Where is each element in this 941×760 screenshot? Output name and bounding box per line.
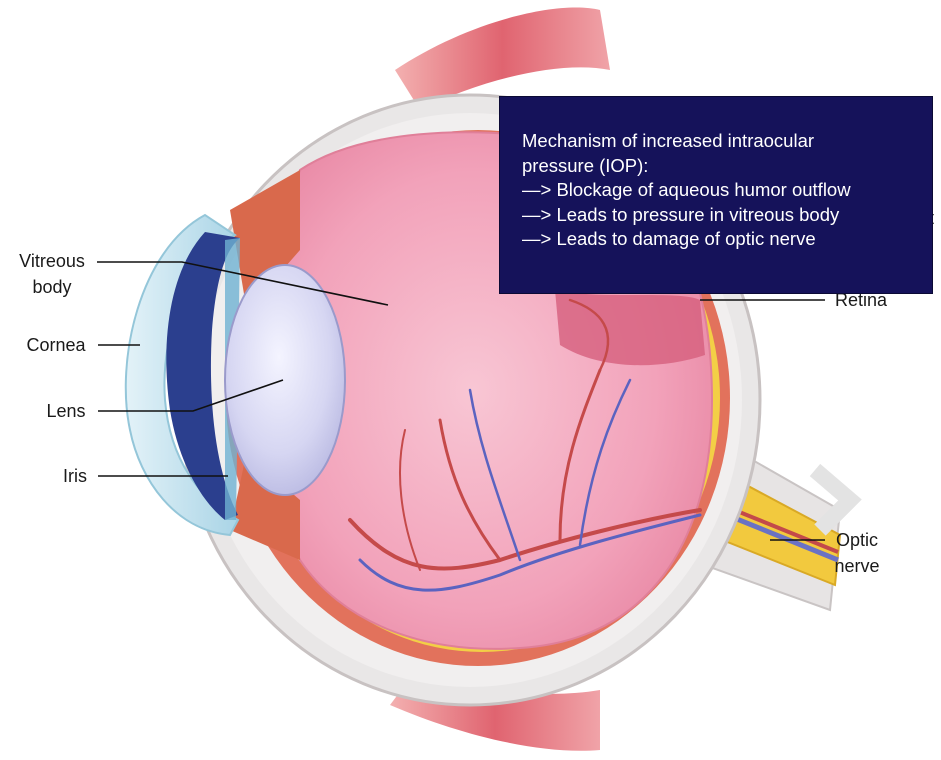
label-iris: Iris: [55, 463, 95, 489]
callout-line-1: Mechanism of increased intraocular: [522, 129, 932, 154]
label-optic-nerve: Optic nerve: [822, 527, 892, 579]
label-lens: Lens: [40, 398, 92, 424]
callout-line-5: —> Leads to damage of optic nerve: [522, 227, 932, 252]
callout-line-4: —> Leads to pressure in vitreous body: [522, 203, 932, 228]
callout-line-3: —> Blockage of aqueous humor outflow: [522, 178, 932, 203]
superior-muscle: [395, 8, 610, 111]
iop-mechanism-callout: Mechanism of increased intraocular press…: [499, 96, 933, 294]
callout-line-2: pressure (IOP):: [522, 154, 932, 179]
label-cornea: Cornea: [20, 332, 92, 358]
label-vitreous-body: Vitreous body: [12, 248, 92, 300]
lens: [225, 265, 345, 495]
